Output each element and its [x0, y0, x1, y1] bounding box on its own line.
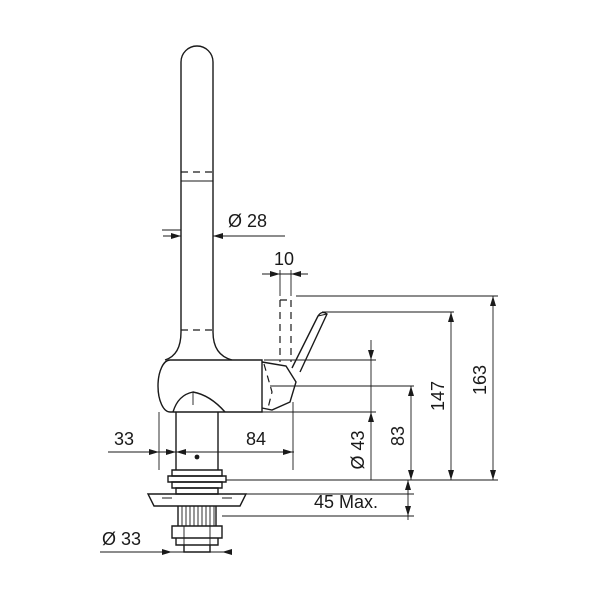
- dim-lever-arrow-r: [291, 271, 301, 277]
- dimension-labels: Ø 28 10 163 147 83 Ø 43 33 84 45 Max. Ø …: [102, 211, 490, 549]
- dim-reach-arrow-r: [283, 449, 293, 455]
- dim-lever-height-arrow-b: [448, 470, 454, 480]
- faucet-outline: [146, 45, 328, 553]
- label-height-lever: 147: [428, 381, 448, 411]
- label-body-diameter: Ø 43: [348, 430, 368, 469]
- label-reach: 84: [246, 429, 266, 449]
- hose-stub: [183, 545, 211, 553]
- lever-housing-hidden: [263, 363, 273, 409]
- dim-reach-arrow-l: [166, 449, 176, 455]
- dim-body-height-arrow-b: [408, 470, 414, 480]
- label-deck-thickness: 45 Max.: [314, 492, 378, 512]
- label-base-offset: 33: [114, 429, 134, 449]
- dimension-lines: [100, 233, 496, 555]
- spout: [180, 45, 214, 332]
- dim-body-height-arrow-t: [408, 386, 414, 396]
- dim-total-arrow-b: [490, 470, 496, 480]
- threaded-shank: [177, 506, 217, 526]
- label-height-total: 163: [470, 365, 490, 395]
- dim-shank-arrow-r: [222, 549, 232, 555]
- dim-lever-height-arrow-t: [448, 312, 454, 322]
- mounting-plate: [146, 493, 248, 507]
- lever-tilted-tip: [317, 313, 328, 317]
- centre-mark: [194, 454, 200, 460]
- lever-housing: [261, 361, 297, 411]
- label-spout-diameter: Ø 28: [228, 211, 267, 231]
- body-bottom: [172, 391, 226, 413]
- body-ellipse: [157, 359, 171, 413]
- base-ring-3: [171, 481, 223, 489]
- base-collar: [175, 487, 219, 495]
- dim-body-dia-arrow-b: [368, 412, 374, 422]
- label-shank-diameter: Ø 33: [102, 529, 141, 549]
- dim-base-arrow-r: [176, 449, 186, 455]
- nut-detail: [183, 526, 211, 545]
- dim-lever-arrow-l: [270, 271, 280, 277]
- dim-deck-arrow-t: [405, 480, 411, 490]
- extension-lines: [158, 229, 498, 517]
- label-lever-width: 10: [274, 249, 294, 269]
- dim-shank-arrow-l: [162, 549, 172, 555]
- dim-spout-arrow-r: [213, 233, 223, 239]
- body-cylinder: [157, 359, 263, 413]
- dim-base-arrow-l: [149, 449, 159, 455]
- dim-body-dia-arrow-t: [368, 350, 374, 360]
- thread-lines: [181, 506, 215, 526]
- spout-neck: [164, 331, 233, 361]
- shank-column: [175, 412, 219, 470]
- dim-total-arrow-t: [490, 296, 496, 306]
- base-ring-2: [167, 475, 227, 483]
- nut: [171, 525, 223, 546]
- dim-deck-arrow-b: [405, 506, 411, 516]
- base-ring-1: [171, 469, 223, 477]
- lever-upright: [279, 299, 292, 362]
- lever-tilted: [291, 311, 328, 373]
- label-height-body: 83: [388, 426, 408, 446]
